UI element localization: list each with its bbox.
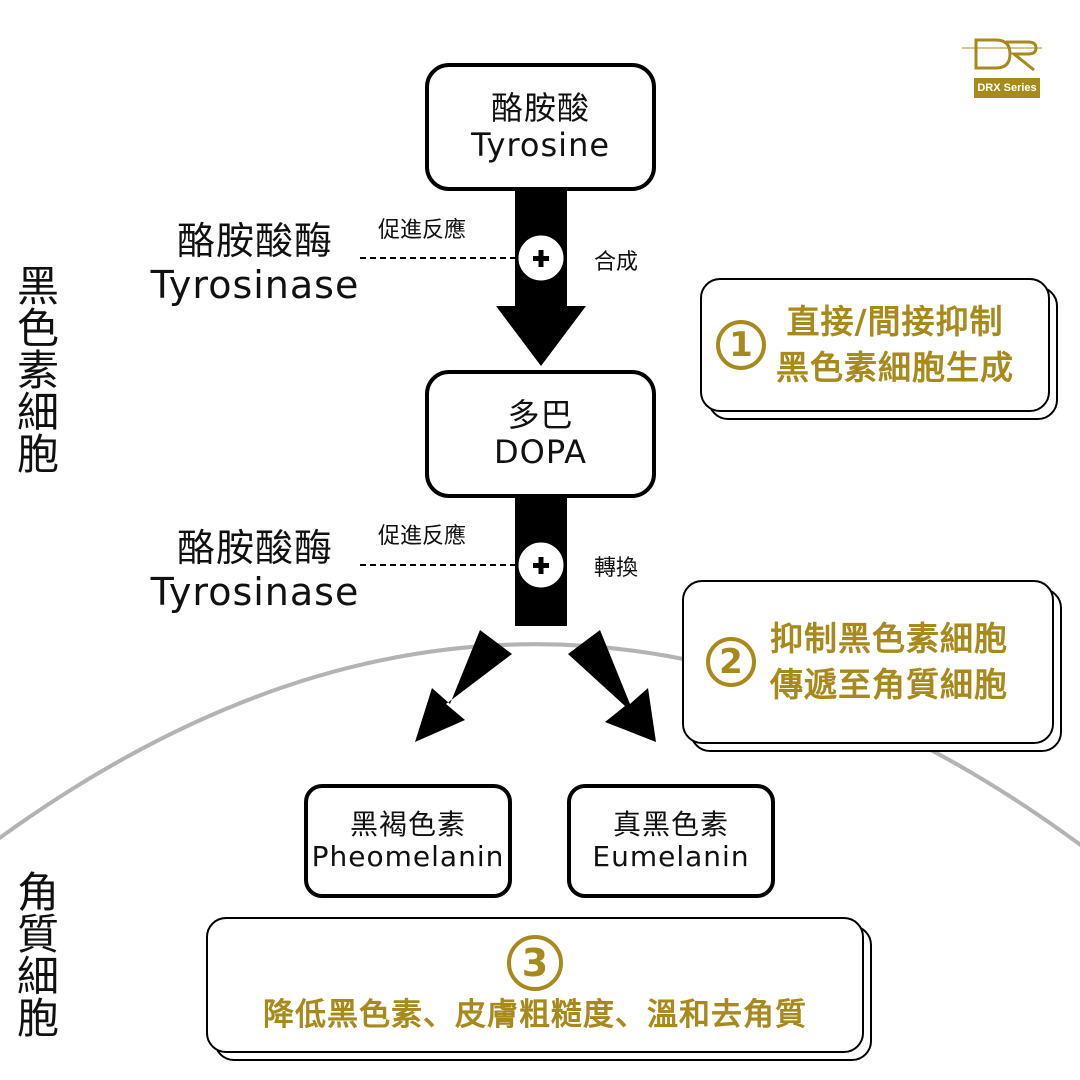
node-tyrosine: 酪胺酸 Tyrosine [425,63,656,191]
callout-3-text: 降低黑色素、皮膚粗糙度、溫和去角質 [263,997,807,1034]
side-char: 細 [16,952,59,1001]
promote-reaction-tag-2: 促進反應 [378,524,467,549]
synthesis-tag: 合成 [594,250,639,275]
enzyme-label-2: 酪胺酸酶 Tyrosinase [150,526,360,614]
side-char: 色 [16,304,59,353]
promote-reaction-tag-1: 促進反應 [378,218,467,243]
enzyme-1-en: Tyrosinase [150,262,360,307]
callout-2-card: 2 抑制黑色素細胞 傳遞至角質細胞 [682,580,1054,744]
callout-1-card: 1 直接/間接抑制 黑色素細胞生成 [700,278,1050,412]
callout-1-line-1: 直接/間接抑制 [786,301,1004,341]
callout-1-number-badge: 1 [716,320,766,370]
plus-icon [515,539,567,591]
side-label-melanocyte: 黑 色 素 細 胞 [14,266,62,476]
node-pheomelanin-en: Pheomelanin [311,840,505,873]
side-char: 角 [16,868,59,917]
enzyme-2-en: Tyrosinase [150,569,360,614]
node-eumelanin: 真黑色素 Eumelanin [567,784,775,898]
drx-logo-mark-icon [962,38,1042,72]
conversion-tag: 轉換 [594,556,639,581]
callout-3-card: 3 降低黑色素、皮膚粗糙度、溫和去角質 [206,917,864,1053]
brand-logo-text: DRX Series [974,78,1040,98]
side-label-keratinocyte: 角 質 細 胞 [14,872,62,1040]
arrow-to-pheomelanin [415,630,512,742]
callout-2-line-2: 傳遞至角質細胞 [770,665,1008,704]
callout-2-line-1: 抑制黑色素細胞 [770,618,1008,658]
callout-3-number-badge: 3 [507,935,563,992]
enzyme-label-1: 酪胺酸酶 Tyrosinase [150,219,360,307]
node-pheomelanin: 黑褐色素 Pheomelanin [304,784,512,898]
brand-logo: DRX Series [962,34,1042,98]
side-char: 胞 [16,430,59,479]
callout-1-line-2: 黑色素細胞生成 [776,348,1014,387]
node-eumelanin-zh: 真黑色素 [612,807,729,841]
node-tyrosine-en: Tyrosine [470,126,611,164]
enzyme-2-zh: 酪胺酸酶 [176,526,333,570]
arrow-to-eumelanin [568,630,656,742]
enzyme-1-zh: 酪胺酸酶 [176,219,333,263]
arrow-head-synthesis [496,306,586,366]
callout-2-text: 抑制黑色素細胞 傳遞至角質細胞 [770,616,1008,708]
side-char: 細 [16,388,59,437]
node-eumelanin-en: Eumelanin [592,840,750,873]
callout-1: 1 直接/間接抑制 黑色素細胞生成 [700,278,1060,423]
node-dopa-en: DOPA [494,433,587,471]
side-char: 質 [16,910,59,959]
node-dopa: 多巴 DOPA [425,370,656,498]
side-char: 素 [16,346,59,395]
callout-1-text: 直接/間接抑制 黑色素細胞生成 [776,299,1014,391]
side-char: 胞 [16,994,59,1043]
callout-2-number-badge: 2 [706,637,756,687]
node-pheomelanin-zh: 黑褐色素 [349,807,466,841]
side-char: 黑 [16,262,59,311]
node-tyrosine-zh: 酪胺酸 [490,89,590,128]
node-dopa-zh: 多巴 [507,396,574,435]
plus-icon [515,232,567,284]
callout-2: 2 抑制黑色素細胞 傳遞至角質細胞 [682,580,1066,756]
callout-3: 3 降低黑色素、皮膚粗糙度、溫和去角質 [206,917,876,1065]
